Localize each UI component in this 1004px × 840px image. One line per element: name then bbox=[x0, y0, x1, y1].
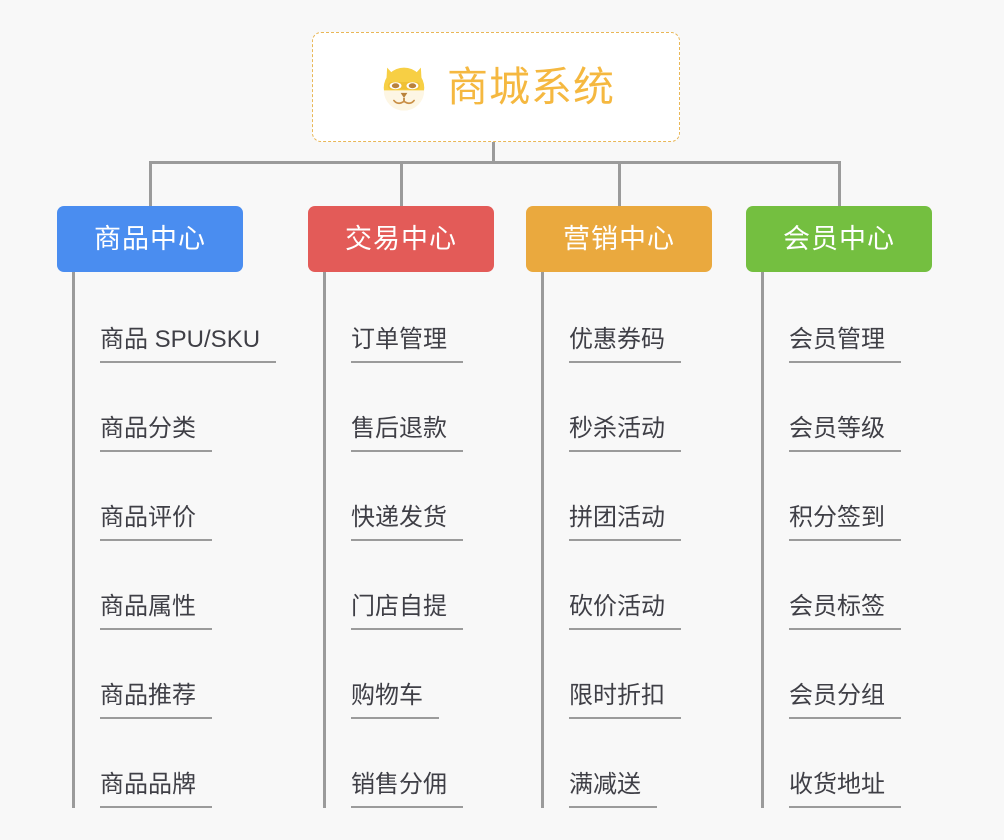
leaf-label: 会员分组 bbox=[789, 684, 901, 719]
connector-drop-4 bbox=[838, 161, 841, 206]
leaf-item[interactable]: 快递发货 bbox=[323, 452, 494, 541]
leaf-label: 砍价活动 bbox=[569, 595, 681, 630]
leaf-label: 限时折扣 bbox=[569, 684, 681, 719]
leaf-item[interactable]: 会员分组 bbox=[761, 630, 932, 719]
leaf-trunk-3 bbox=[541, 272, 544, 808]
leaf-item[interactable]: 满减送 bbox=[541, 719, 712, 808]
root-node-mall-system[interactable]: 商城系统 bbox=[312, 32, 680, 142]
leaf-label: 购物车 bbox=[351, 684, 439, 719]
leaf-item[interactable]: 限时折扣 bbox=[541, 630, 712, 719]
leaf-item[interactable]: 优惠券码 bbox=[541, 274, 712, 363]
category-label-2: 交易中心 bbox=[345, 223, 457, 254]
leaf-label: 拼团活动 bbox=[569, 506, 681, 541]
leaf-label: 订单管理 bbox=[351, 328, 463, 363]
leaf-label: 会员等级 bbox=[789, 417, 901, 452]
leaf-item[interactable]: 商品属性 bbox=[72, 541, 276, 630]
leaf-item[interactable]: 砍价活动 bbox=[541, 541, 712, 630]
leaf-stack-1: 商品 SPU/SKU 商品分类 商品评价 商品属性 商品推荐 商品品牌 bbox=[72, 272, 277, 808]
connector-drop-2 bbox=[400, 161, 403, 206]
leaf-stack-4: 会员管理 会员等级 积分签到 会员标签 会员分组 收货地址 bbox=[761, 272, 932, 808]
leaf-label: 售后退款 bbox=[351, 417, 463, 452]
connector-root-stem bbox=[492, 142, 495, 163]
leaf-label: 优惠券码 bbox=[569, 328, 681, 363]
leaf-label: 商品品牌 bbox=[100, 773, 212, 808]
category-column-1: 商品中心 商品 SPU/SKU 商品分类 商品评价 商品属性 商品推荐 商品品牌 bbox=[57, 206, 277, 808]
category-label-1: 商品中心 bbox=[94, 223, 206, 254]
leaf-label: 商品 SPU/SKU bbox=[100, 328, 277, 363]
category-label-4: 会员中心 bbox=[783, 223, 895, 254]
leaf-item[interactable]: 商品推荐 bbox=[72, 630, 276, 719]
connector-horizontal-bus bbox=[149, 161, 841, 164]
connector-drop-1 bbox=[149, 161, 152, 206]
leaf-label: 商品分类 bbox=[100, 417, 212, 452]
leaf-item[interactable]: 会员等级 bbox=[761, 363, 932, 452]
leaf-label: 商品推荐 bbox=[100, 684, 212, 719]
leaf-trunk-2 bbox=[323, 272, 326, 808]
category-header-3[interactable]: 营销中心 bbox=[526, 206, 712, 272]
leaf-item[interactable]: 拼团活动 bbox=[541, 452, 712, 541]
shiba-dog-icon bbox=[383, 67, 425, 111]
leaf-label: 会员标签 bbox=[789, 595, 901, 630]
leaf-item[interactable]: 购物车 bbox=[323, 630, 494, 719]
leaf-label: 商品属性 bbox=[100, 595, 212, 630]
leaf-label: 销售分佣 bbox=[351, 773, 463, 808]
connector-drop-3 bbox=[618, 161, 621, 206]
leaf-label: 秒杀活动 bbox=[569, 417, 681, 452]
leaf-item[interactable]: 秒杀活动 bbox=[541, 363, 712, 452]
leaf-label: 商品评价 bbox=[100, 506, 212, 541]
category-column-4: 会员中心 会员管理 会员等级 积分签到 会员标签 会员分组 收货地址 bbox=[746, 206, 932, 808]
category-column-3: 营销中心 优惠券码 秒杀活动 拼团活动 砍价活动 限时折扣 满减送 bbox=[526, 206, 712, 808]
leaf-label: 快递发货 bbox=[351, 506, 463, 541]
leaf-item[interactable]: 商品品牌 bbox=[72, 719, 276, 808]
leaf-item[interactable]: 商品 SPU/SKU bbox=[72, 274, 277, 363]
leaf-stack-2: 订单管理 售后退款 快递发货 门店自提 购物车 销售分佣 bbox=[323, 272, 494, 808]
category-column-2: 交易中心 订单管理 售后退款 快递发货 门店自提 购物车 销售分佣 bbox=[308, 206, 494, 808]
leaf-trunk-1 bbox=[72, 272, 75, 808]
leaf-label: 满减送 bbox=[569, 773, 657, 808]
leaf-item[interactable]: 门店自提 bbox=[323, 541, 494, 630]
leaf-item[interactable]: 售后退款 bbox=[323, 363, 494, 452]
leaf-stack-3: 优惠券码 秒杀活动 拼团活动 砍价活动 限时折扣 满减送 bbox=[541, 272, 712, 808]
leaf-item[interactable]: 收货地址 bbox=[761, 719, 932, 808]
leaf-label: 门店自提 bbox=[351, 595, 463, 630]
leaf-item[interactable]: 订单管理 bbox=[323, 274, 494, 363]
category-header-1[interactable]: 商品中心 bbox=[57, 206, 243, 272]
leaf-label: 积分签到 bbox=[789, 506, 901, 541]
leaf-item[interactable]: 商品评价 bbox=[72, 452, 276, 541]
leaf-item[interactable]: 商品分类 bbox=[72, 363, 276, 452]
leaf-item[interactable]: 积分签到 bbox=[761, 452, 932, 541]
leaf-trunk-4 bbox=[761, 272, 764, 808]
root-title: 商城系统 bbox=[447, 63, 615, 110]
leaf-label: 收货地址 bbox=[789, 773, 901, 808]
leaf-item[interactable]: 会员标签 bbox=[761, 541, 932, 630]
category-label-3: 营销中心 bbox=[563, 223, 675, 254]
leaf-item[interactable]: 会员管理 bbox=[761, 274, 932, 363]
category-header-4[interactable]: 会员中心 bbox=[746, 206, 932, 272]
leaf-item[interactable]: 销售分佣 bbox=[323, 719, 494, 808]
category-header-2[interactable]: 交易中心 bbox=[308, 206, 494, 272]
leaf-label: 会员管理 bbox=[789, 328, 901, 363]
